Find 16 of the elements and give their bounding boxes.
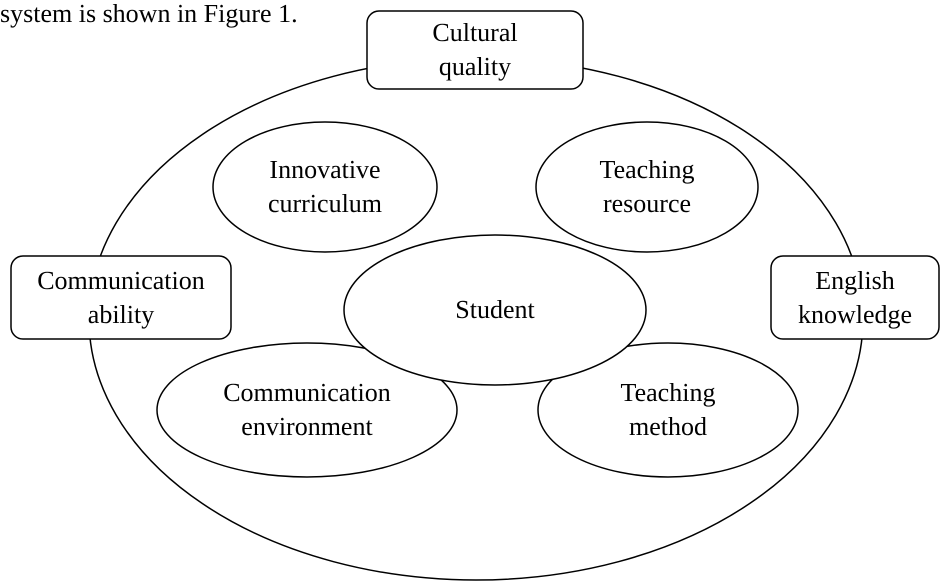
- rounded-box: [366, 10, 584, 90]
- node-label: English knowledge: [796, 264, 914, 331]
- node-label: Cultural quality: [431, 17, 519, 83]
- ellipse-node: [156, 342, 458, 478]
- ellipse-node: [535, 121, 759, 253]
- node-label: Communication environment: [222, 377, 392, 443]
- node-label: Student: [454, 294, 536, 326]
- ellipse-node: [537, 342, 799, 478]
- node-label: Teaching method: [620, 377, 716, 443]
- ellipse-node: [212, 121, 438, 253]
- body-text: system is shown in Figure 1.: [0, 0, 298, 29]
- rounded-box: [770, 255, 940, 340]
- rounded-box: [10, 255, 232, 340]
- node-label: Teaching resource: [598, 154, 696, 220]
- node-label: Communication ability: [36, 264, 206, 331]
- node-label: Innovative curriculum: [266, 154, 384, 220]
